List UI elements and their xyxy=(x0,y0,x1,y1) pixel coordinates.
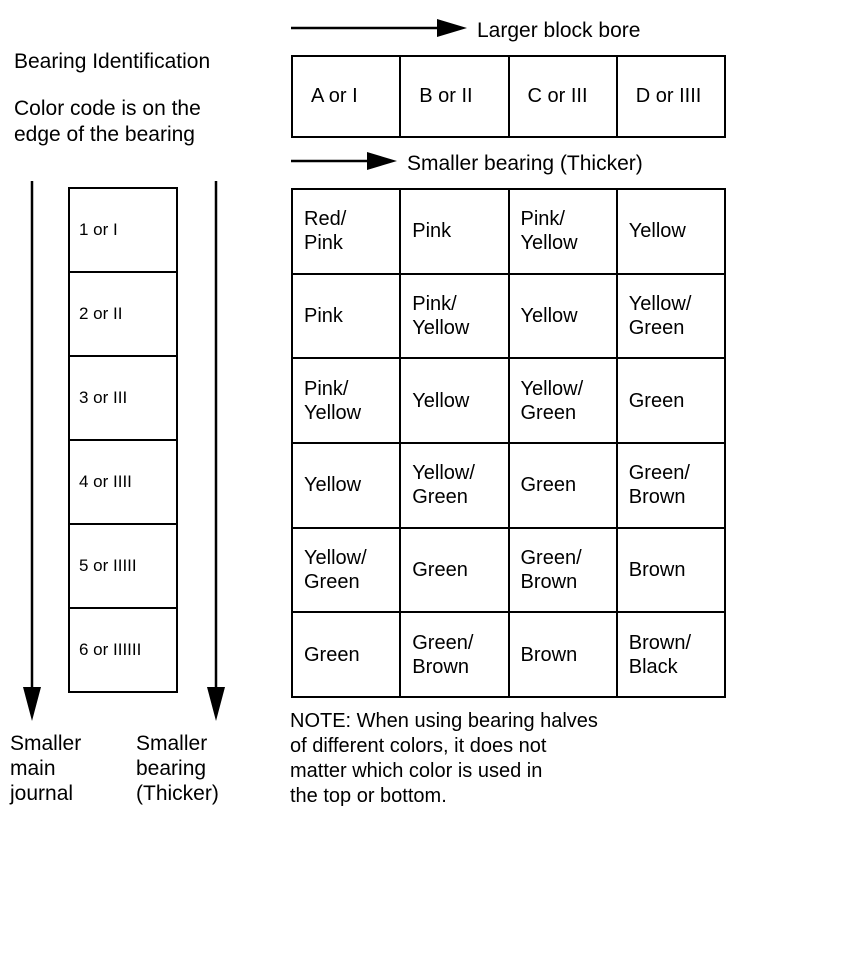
note-text: NOTE: When using bearing halves of diffe… xyxy=(290,710,598,807)
arrow-row-smaller-bearing: Smaller bearing (Thicker) xyxy=(291,150,643,177)
bearing-color-code-table: Red/ Pink Pink Pink/ Yellow Yellow Pink … xyxy=(291,188,726,698)
page-title: Bearing Identification xyxy=(14,50,211,73)
header-cell: A or I xyxy=(293,57,402,136)
table-cell: Red/ Pink xyxy=(293,190,402,273)
table-cell: Green/ Brown xyxy=(628,462,690,509)
index-row: 5 or IIIII xyxy=(70,525,176,609)
table-cell: Pink/ Yellow xyxy=(401,274,510,358)
table-cell: Yellow/ Green xyxy=(628,293,692,339)
table-cell: Brown xyxy=(628,559,686,582)
header-cell: C or III xyxy=(510,57,618,136)
header-label: C or III xyxy=(527,85,588,107)
index-row: 1 or I xyxy=(70,189,176,273)
table-row: Yellow Yellow/ Green Green Green/ Brown xyxy=(293,444,724,529)
arrow-label-smaller-bearing: Smaller bearing (Thicker) xyxy=(407,151,643,175)
index-label: 4 or IIII xyxy=(79,472,132,491)
index-row: 4 or IIII xyxy=(70,441,176,525)
arrow-row-larger-block-bore: Larger block bore xyxy=(291,17,640,44)
left-index-table: 1 or I 2 or II 3 or III 4 or IIII 5 or I… xyxy=(68,187,178,693)
index-label: 1 or I xyxy=(79,220,118,239)
table-cell: Brown xyxy=(510,613,618,697)
index-row: 2 or II xyxy=(70,273,176,357)
down-arrow-icon-bearing xyxy=(205,181,227,721)
table-row: Yellow/ Green Green Green/ Brown Brown xyxy=(293,528,724,614)
right-arrow-icon-smaller-bearing xyxy=(291,150,397,177)
header-label: A or I xyxy=(311,85,358,107)
table-cell: Pink/ Yellow xyxy=(510,190,618,273)
table-cell: Pink xyxy=(293,274,402,358)
table-row: Pink Pink/ Yellow Yellow Yellow/ Green xyxy=(293,274,724,360)
table-cell: Green xyxy=(628,389,685,412)
subtitle-color-code-note: Color code is on the edge of the bearing xyxy=(14,97,201,146)
table-cell: Pink xyxy=(401,190,510,273)
table-row: Pink/ Yellow Yellow Yellow/ Green Green xyxy=(293,359,724,445)
index-label: 6 or IIIIII xyxy=(79,640,142,659)
table-cell: Yellow xyxy=(628,220,686,243)
table-cell: Yellow/ Green xyxy=(293,528,402,612)
table-cell: Yellow xyxy=(401,359,510,443)
table-row: Green Green/ Brown Brown Brown/ Black xyxy=(293,613,724,697)
table-cell: Green/ Brown xyxy=(510,528,618,612)
caption-smaller-main-journal: Smaller main journal xyxy=(10,732,82,805)
arrow-label-larger-block-bore: Larger block bore xyxy=(477,18,641,42)
index-label: 2 or II xyxy=(79,304,123,323)
header-label: D or IIII xyxy=(635,85,702,107)
table-cell: Yellow/ Green xyxy=(510,359,618,443)
table-cell: Green xyxy=(401,528,510,612)
index-row: 3 or III xyxy=(70,357,176,441)
caption-smaller-bearing: Smaller bearing (Thicker) xyxy=(136,732,219,805)
table-cell: Pink/ Yellow xyxy=(293,359,402,443)
table-cell: Green/ Brown xyxy=(401,613,510,697)
block-bore-header-table: A or I B or II C or III D or IIII xyxy=(291,55,726,138)
table-cell: Green xyxy=(293,613,402,697)
header-label: B or II xyxy=(419,85,473,107)
table-cell: Yellow/ Green xyxy=(401,444,510,527)
table-row: Red/ Pink Pink Pink/ Yellow Yellow xyxy=(293,190,724,275)
index-label: 3 or III xyxy=(79,388,128,407)
table-cell: Brown/ Black xyxy=(628,631,691,678)
header-cell: D or IIII xyxy=(618,57,724,136)
table-cell: Yellow xyxy=(293,444,402,527)
right-arrow-icon-larger-block-bore xyxy=(291,17,467,44)
index-row: 6 or IIIIII xyxy=(70,609,176,691)
header-cell: B or II xyxy=(401,57,510,136)
table-cell: Green xyxy=(510,444,618,527)
table-cell: Yellow xyxy=(510,274,618,358)
index-label: 5 or IIIII xyxy=(79,556,137,575)
down-arrow-icon-main-journal xyxy=(21,181,43,721)
